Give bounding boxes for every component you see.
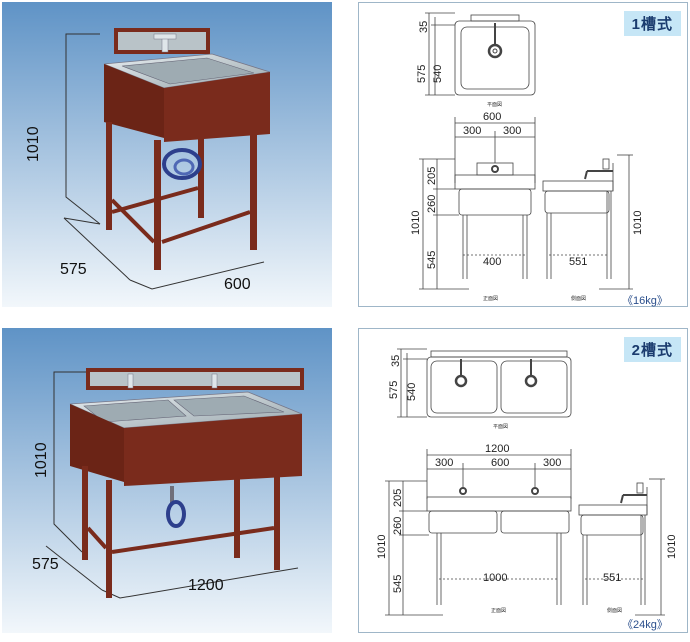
plan-basin-left (430, 360, 498, 414)
variant-title-badge: 1槽式 (623, 11, 681, 36)
front-total-height: 1010 (410, 211, 422, 235)
variant-weight: 《16kg》 (622, 295, 668, 307)
front-sub-width-3: 300 (543, 457, 561, 469)
front-caption: 正面図 (483, 296, 498, 302)
photo-depth-label: 575 (60, 261, 87, 278)
plan-basin-right (500, 360, 568, 414)
front-height-545: 545 (392, 575, 404, 593)
front-bowl-left (428, 510, 498, 534)
side-bowl (580, 514, 644, 536)
front-height-205: 205 (426, 167, 438, 185)
front-height-260: 260 (426, 195, 438, 213)
front-height-260: 260 (392, 517, 404, 535)
cabinet-front (164, 72, 270, 142)
side-total-height: 1010 (632, 211, 644, 235)
front-top-width: 1200 (485, 443, 509, 455)
photo-height-label: 1010 (33, 442, 50, 478)
side-depth: 551 (603, 572, 621, 584)
drain-hose-icon (166, 486, 186, 528)
sink-basin (121, 57, 255, 85)
plan-caption: 平面図 (493, 424, 508, 430)
front-top-width: 600 (483, 111, 501, 123)
front-caption: 正面図 (491, 608, 506, 614)
front-leg-span: 1000 (483, 572, 507, 584)
faucet-icon (127, 373, 218, 389)
front-sub-width-2: 600 (491, 457, 509, 469)
front-height-205: 205 (392, 489, 404, 507)
drawing-double-sink: 35 575 540 平面図 1200 300 600 300 205 260 … (358, 328, 688, 633)
side-top (578, 504, 648, 516)
plan-dim-35: 35 (418, 21, 430, 33)
front-height-545: 545 (426, 251, 438, 269)
drain-hose-icon (162, 148, 202, 180)
drawing-single-sink: 35 575 540 平面図 600 300 300 205 260 545 1… (358, 2, 688, 307)
side-top (542, 180, 614, 192)
front-total-height: 1010 (376, 535, 388, 559)
front-sub-width-1: 300 (463, 125, 481, 137)
photo-depth-label: 575 (32, 556, 59, 573)
plan-dim-540: 540 (432, 65, 444, 83)
faucet-icon (153, 33, 177, 53)
plan-outline (426, 356, 572, 418)
plan-dim-575: 575 (388, 381, 400, 399)
legs (82, 466, 280, 598)
photo-dimension-lines (63, 33, 265, 290)
side-bowl (544, 190, 610, 214)
plan-dim-35: 35 (390, 355, 402, 367)
photo-height-label: 1010 (25, 126, 42, 162)
sink-basin-right (173, 395, 285, 417)
side-caption: 側面図 (607, 607, 622, 614)
side-total-height: 1010 (666, 535, 678, 559)
front-sub-width-2: 300 (503, 125, 521, 137)
front-bowl-right (500, 510, 570, 534)
photo-width-label: 600 (224, 276, 251, 293)
plan-dim-540: 540 (406, 383, 418, 401)
front-sub-width-1: 300 (435, 457, 453, 469)
photo-width-label: 1200 (188, 577, 224, 594)
legs (106, 122, 257, 270)
side-caption: 側面図 (571, 295, 586, 302)
side-depth: 551 (569, 256, 587, 268)
cabinet-front (124, 414, 302, 486)
front-top (426, 496, 572, 512)
front-bowl (458, 188, 532, 216)
variant-title-badge: 2槽式 (623, 337, 681, 362)
front-top (454, 174, 536, 190)
photo-double-sink: 1010 575 1200 (2, 328, 332, 633)
photo-single-sink: 1010 575 600 (2, 2, 332, 307)
plan-caption: 平面図 (487, 102, 502, 108)
variant-weight: 《24kg》 (622, 619, 668, 631)
plan-dim-575: 575 (416, 65, 428, 83)
front-leg-span: 400 (483, 256, 501, 268)
